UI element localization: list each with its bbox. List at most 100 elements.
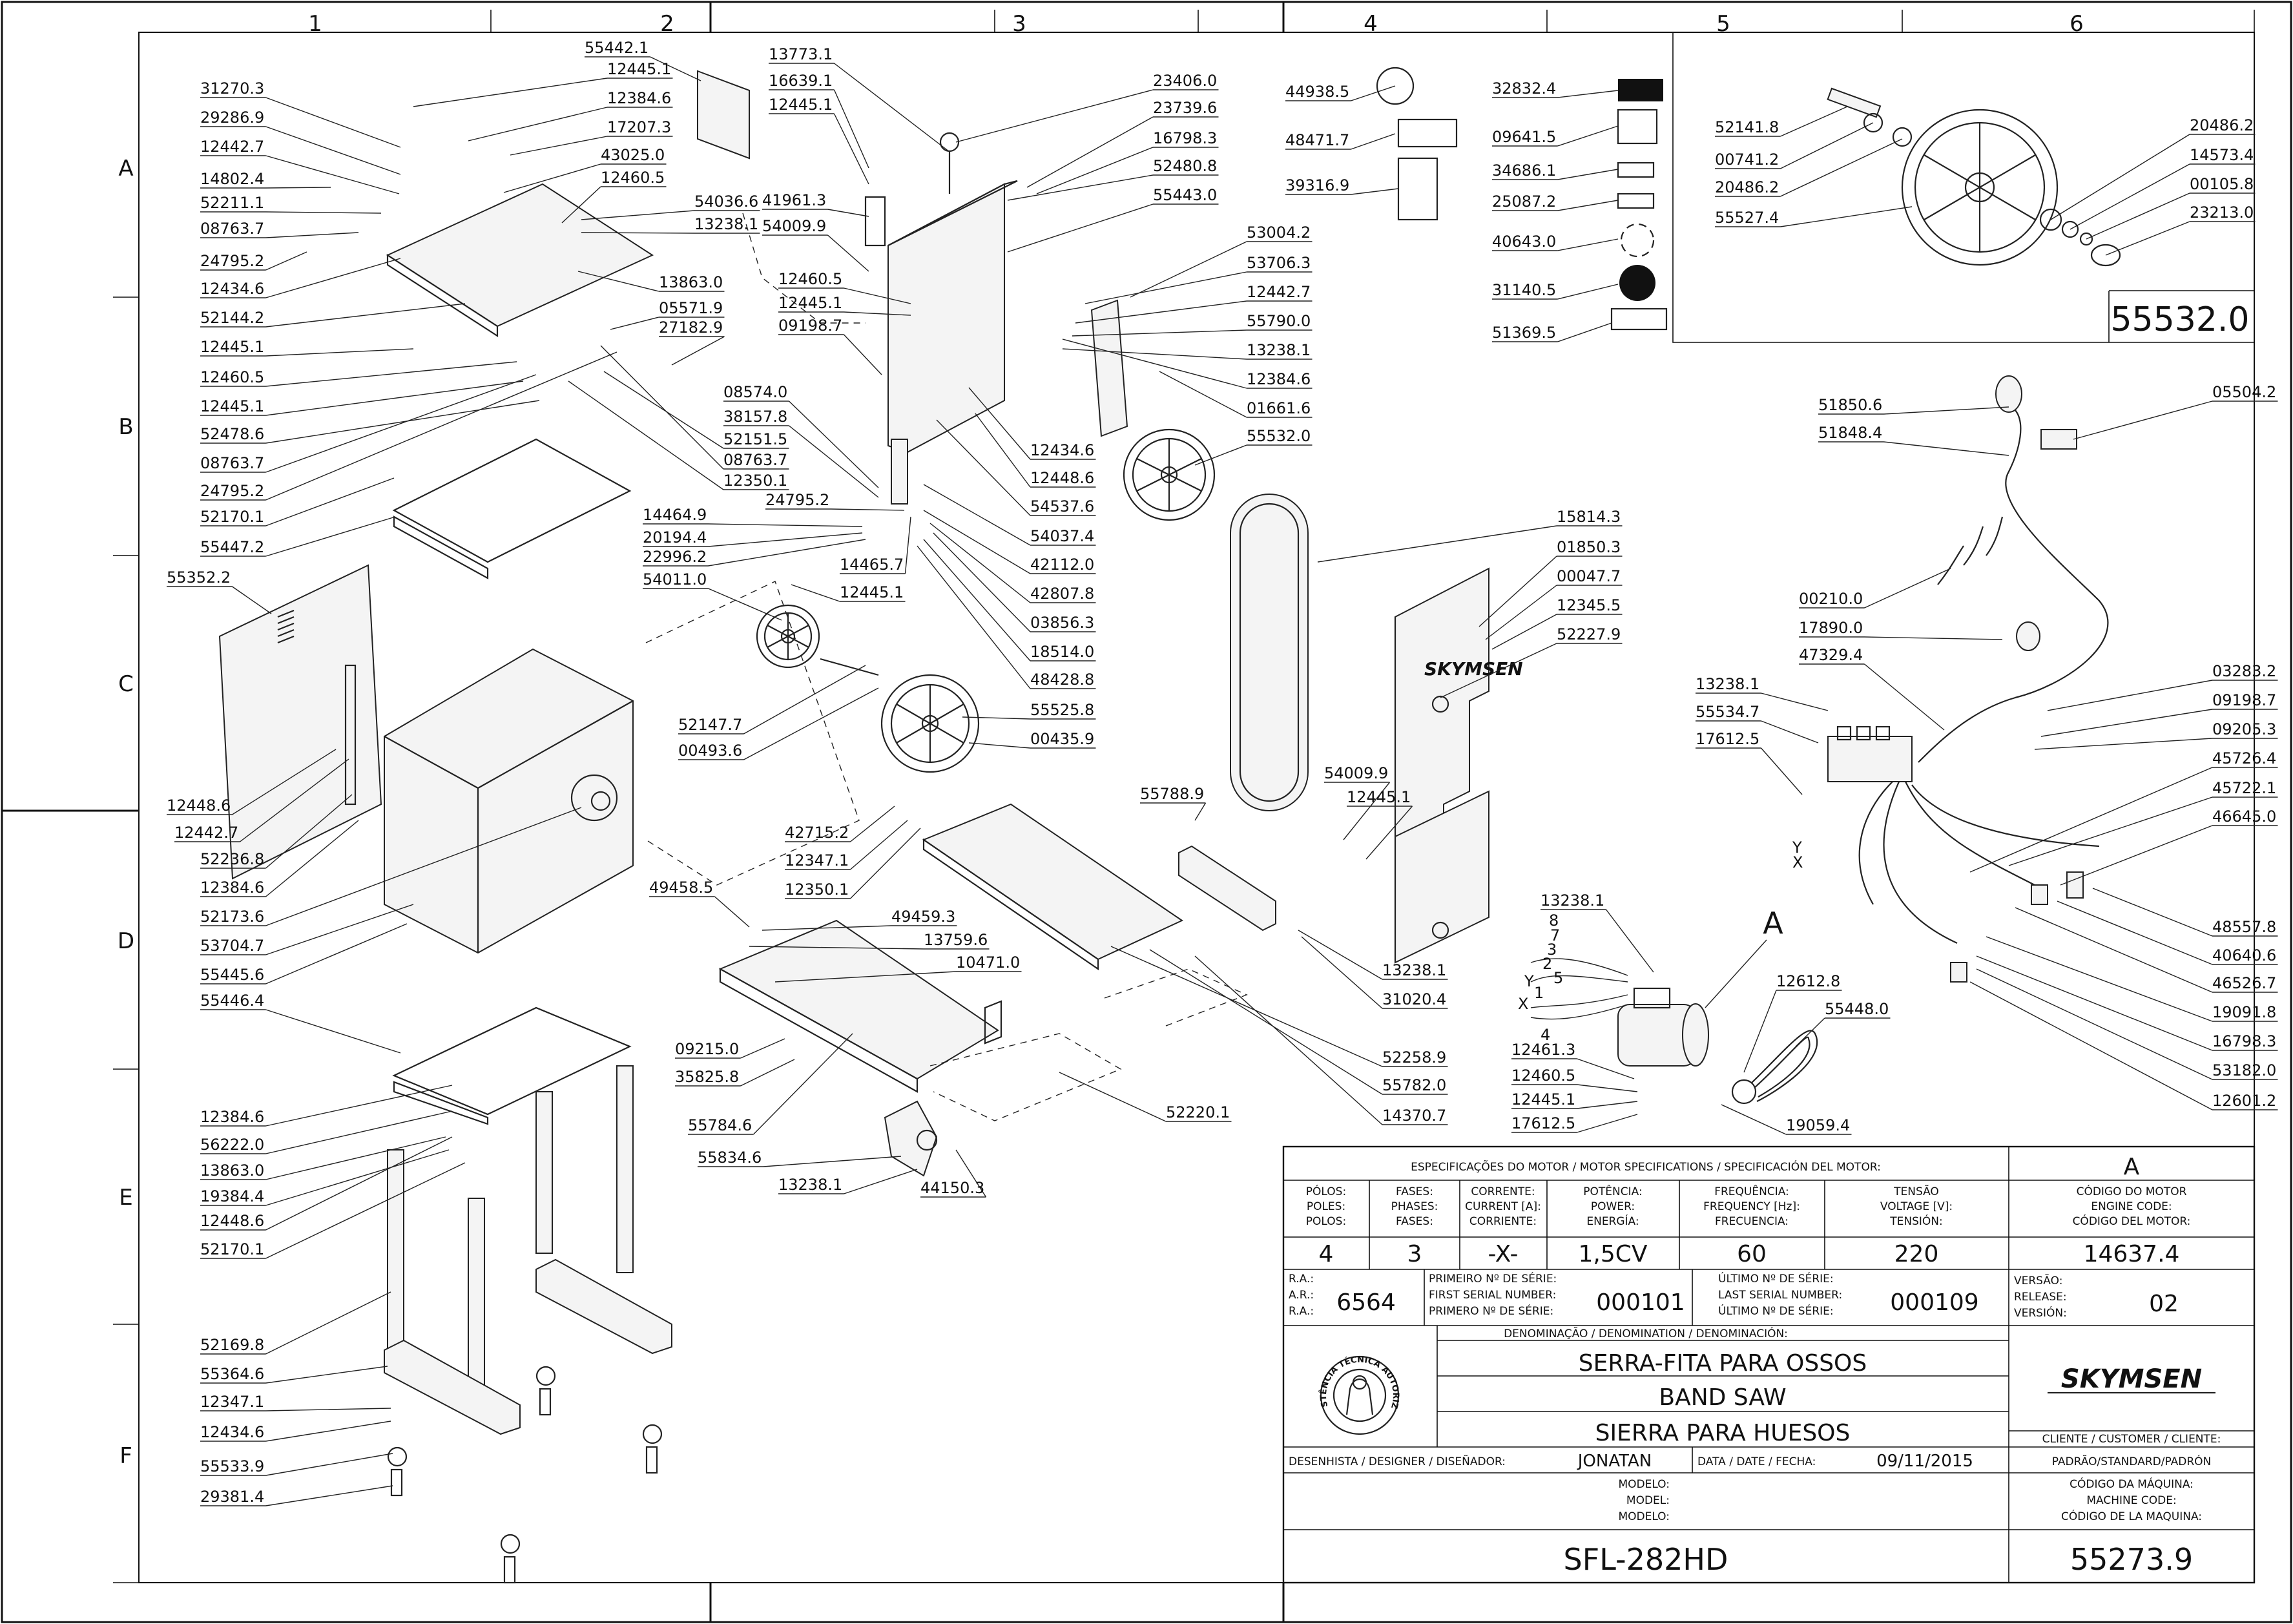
part-number: 54037.4 <box>1030 527 1094 545</box>
part-number: 20194.4 <box>643 528 707 547</box>
inset-code: 55532.0 <box>2110 300 2249 339</box>
svg-text:FREQUÊNCIA:: FREQUÊNCIA: <box>1714 1184 1789 1198</box>
part-number: 55446.4 <box>200 992 264 1010</box>
svg-text:ÚLTIMO Nº DE SÉRIE:: ÚLTIMO Nº DE SÉRIE: <box>1718 1304 1834 1318</box>
part-number: 12445.1 <box>769 96 833 114</box>
part-number: 55443.0 <box>1153 186 1217 204</box>
wire-number: 5 <box>1553 969 1563 987</box>
svg-text:CÓDIGO DE LA MAQUINA:: CÓDIGO DE LA MAQUINA: <box>2061 1509 2202 1523</box>
leader-line <box>1026 116 1154 188</box>
leader-line <box>2050 134 2190 220</box>
part-number: 45722.1 <box>2212 779 2276 797</box>
leader-line <box>1761 720 1819 744</box>
part-number: 55533.9 <box>200 1457 264 1475</box>
leader-line <box>1301 936 1383 1009</box>
leader-line <box>265 1009 401 1054</box>
last-serial-value: 000109 <box>1890 1289 1978 1316</box>
part-number: 08763.7 <box>723 451 787 469</box>
part-number: 12601.2 <box>2212 1092 2276 1110</box>
leader-line <box>708 532 863 547</box>
part-number: 10471.0 <box>956 953 1020 972</box>
part-number: 47329.4 <box>1799 646 1863 664</box>
wire-number: 3 <box>1547 941 1557 959</box>
leader-line <box>1760 747 1803 795</box>
leader-line <box>265 251 307 271</box>
part-number: 52170.1 <box>200 508 264 526</box>
lower-wheel <box>880 674 980 773</box>
zone-col-5: 5 <box>1716 11 1730 37</box>
leader-line <box>413 78 608 107</box>
part-number: 51848.4 <box>1818 424 1882 442</box>
part-number: 55534.7 <box>1696 703 1759 721</box>
part-number: 12460.5 <box>1511 1067 1575 1085</box>
leader-line <box>1883 441 2009 456</box>
zone-col-4: 4 <box>1364 11 1378 37</box>
zone-row-B: B <box>118 414 133 440</box>
leader-line <box>265 374 537 473</box>
leader-line <box>923 484 1031 546</box>
phases-value: 3 <box>1407 1241 1422 1267</box>
leader-line <box>265 923 408 984</box>
part-number: 12448.6 <box>167 796 231 815</box>
leader-line <box>1969 981 2213 1110</box>
part-number: 49459.3 <box>891 908 955 926</box>
leader-line <box>1351 133 1396 150</box>
leader-line <box>763 1156 902 1167</box>
part-number: 00435.9 <box>1030 730 1094 748</box>
leader-line <box>1075 300 1247 324</box>
part-number: 52478.6 <box>200 425 264 443</box>
leader-line <box>265 211 382 214</box>
leader-line <box>740 1038 785 1059</box>
part-number: 55352.2 <box>167 568 231 587</box>
leader-line <box>708 588 782 621</box>
version-cell: VERSÃO: RELEASE: VERSIÓN: 02 <box>2014 1273 2179 1320</box>
part-number: 12460.5 <box>778 270 842 288</box>
leader-line <box>265 303 466 328</box>
leader-line <box>1351 188 1399 195</box>
engine-code-cell: CÓDIGO DO MOTOR ENGINE CODE: CÓDIGO DEL … <box>2073 1184 2191 1267</box>
part-number: 46526.7 <box>2212 974 2276 992</box>
part-number: 09215.0 <box>675 1040 739 1058</box>
leader-line <box>265 820 359 897</box>
part-number: 12384.6 <box>200 879 264 897</box>
leader-line <box>1976 968 2213 1080</box>
leader-line <box>232 586 272 614</box>
svg-text:POTÊNCIA:: POTÊNCIA: <box>1583 1184 1642 1198</box>
leader-line <box>1743 990 1777 1073</box>
wire-x-1: X <box>1792 853 1803 871</box>
leader-line <box>1479 556 1557 627</box>
last-serial-cell: ÚLTIMO Nº DE SÉRIE: LAST SERIAL NUMBER: … <box>1718 1271 1979 1318</box>
part-number: 09198.7 <box>2212 691 2276 709</box>
denomination-es: SIERRA PARA HUESOS <box>1595 1420 1851 1446</box>
frequency-value: 60 <box>1737 1241 1767 1267</box>
part-number: 09198.7 <box>778 317 842 335</box>
part-number: 51369.5 <box>1492 324 1556 342</box>
leader-line <box>2034 738 2213 750</box>
part-number: 55447.2 <box>200 538 264 556</box>
svg-text:PHASES:: PHASES: <box>1391 1200 1438 1213</box>
part-number: 08574.0 <box>723 383 787 401</box>
part-number: 31140.5 <box>1492 281 1556 299</box>
leader-line <box>2105 221 2190 256</box>
part-number: 12445.1 <box>840 583 904 601</box>
part-number: 52169.8 <box>200 1336 264 1354</box>
leader-line <box>2057 900 2213 965</box>
leader-line <box>1864 636 2003 640</box>
part-number: 13238.1 <box>694 215 758 233</box>
part-number: 54009.9 <box>762 217 826 235</box>
part-number: 55364.6 <box>200 1365 264 1383</box>
version-value: 02 <box>2149 1291 2179 1317</box>
part-number: 19091.8 <box>2212 1003 2276 1021</box>
leader-line <box>827 209 869 217</box>
part-number: 48428.8 <box>1030 671 1094 689</box>
leader-line <box>1557 322 1612 342</box>
part-number: 00047.7 <box>1557 567 1621 585</box>
leader-line <box>265 380 524 416</box>
leader-line <box>265 1408 391 1411</box>
voltage-value: 220 <box>1894 1241 1939 1267</box>
part-number: 49458.5 <box>649 879 713 897</box>
leader-line <box>743 687 879 760</box>
part-number: 29286.9 <box>200 109 264 127</box>
leader-line <box>1007 174 1154 201</box>
zone-row-D: D <box>118 928 134 954</box>
